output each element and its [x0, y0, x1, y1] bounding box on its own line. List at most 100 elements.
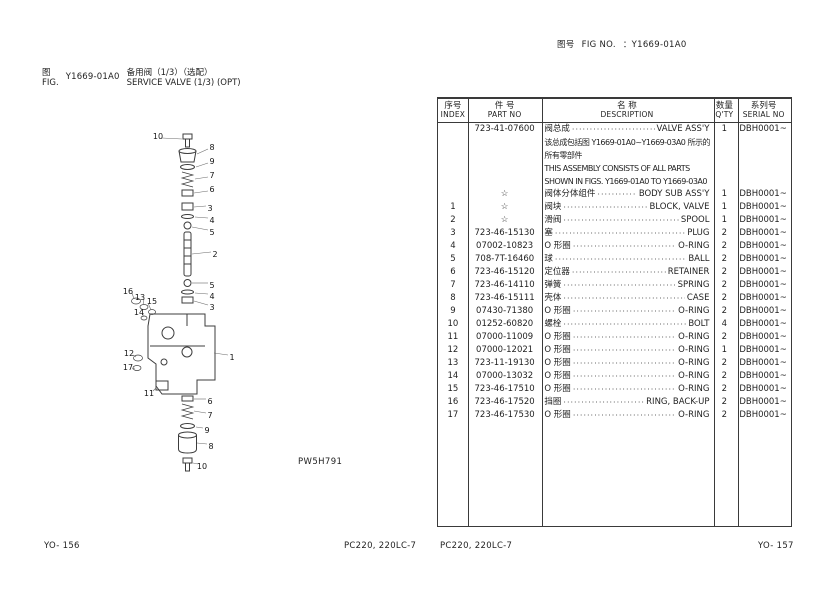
callout-4: 4 [209, 292, 214, 301]
page-number-right: YO- 157 [758, 541, 794, 551]
column-divider [714, 99, 715, 526]
cell-qty: 2 [721, 254, 728, 264]
description-zh: O 形圈 [544, 345, 571, 355]
cell-qty: 2 [721, 241, 728, 251]
description-zh: 挡圈 [544, 397, 562, 407]
part-ball-bottom [183, 279, 192, 287]
callout-5: 5 [209, 228, 214, 237]
cell-serial [736, 162, 791, 175]
cell-index: 9 [450, 306, 456, 316]
part-retainer-top [181, 189, 194, 197]
column-divider [738, 99, 739, 526]
cell-serial: DBH0001~ [739, 293, 787, 303]
callout-10: 10 [197, 462, 207, 471]
cell-qty [712, 149, 736, 162]
description-zh: 弹簧 [544, 280, 562, 290]
page-number-left: YO- 156 [44, 541, 80, 551]
cell-index: 17 [447, 410, 459, 420]
description-zh: 球 [544, 254, 553, 264]
cell-part-no: 723-41-07600 [474, 124, 535, 134]
description-en: VALVE ASS'Y [656, 124, 710, 134]
description-en: SPRING [677, 280, 710, 290]
header-part-no-zh: 件 号 [494, 100, 515, 111]
part-case-top [178, 148, 197, 163]
model-label-left: PC220, 220LC-7 [344, 541, 417, 551]
cell-description: 滑阀SPOOL [541, 214, 712, 227]
cell-qty [712, 136, 736, 149]
description-zh: O 形圈 [544, 241, 571, 251]
cell-part-no: 708-7T-16460 [475, 254, 535, 264]
header-part-no: 件 号 PART NO [468, 99, 542, 122]
callout-9: 9 [204, 426, 209, 435]
description-en: O-RING [678, 410, 710, 420]
description-en: SPOOL [680, 215, 710, 225]
cell-serial: DBH0001~ [739, 228, 787, 238]
callout-6: 6 [209, 185, 214, 194]
description-en: O-RING [678, 345, 710, 355]
description-en: O-RING [678, 384, 710, 394]
cell-qty: 1 [721, 215, 728, 225]
dotted-leader [563, 396, 644, 409]
header-description: 名 称 DESCRIPTION [541, 99, 712, 122]
cell-qty: 2 [721, 358, 728, 368]
description-zh: 壳体 [544, 293, 562, 303]
cell-description: O 形圈 O-RING [541, 344, 712, 357]
table-note-row: 所有零部件 [438, 149, 791, 162]
cell-part-no: 723-46-15130 [474, 228, 535, 238]
cell-serial: DBH0001~ [739, 267, 787, 277]
part-oring-9-top [180, 164, 195, 170]
callout-6: 6 [207, 397, 212, 406]
dotted-leader [563, 318, 686, 331]
cell-serial: DBH0001~ [739, 345, 787, 355]
cell-part-no: 723-11-19130 [474, 358, 535, 368]
description-zh: O 形圈 [544, 410, 571, 420]
cell-index: 12 [447, 345, 459, 355]
callout-7: 7 [207, 411, 212, 420]
part-spring-top [180, 171, 195, 188]
cell-description: 该总成包括图 Y1669-01A0~Y1669-03A0 所示的 [541, 136, 712, 149]
note-text: 该总成包括图 Y1669-01A0~Y1669-03A0 所示的 [544, 138, 710, 147]
part-oring-4-bottom [181, 289, 194, 295]
callout-13: 13 [135, 293, 145, 302]
description-zh: O 形圈 [544, 371, 571, 381]
cell-index [438, 188, 468, 201]
cell-qty: 2 [721, 410, 728, 420]
callout-1: 1 [229, 353, 234, 362]
table-row: 2☆滑阀SPOOL1DBH0001~ [438, 214, 791, 227]
cell-index: 1 [450, 202, 456, 212]
part-oring-4-top [181, 214, 194, 219]
fig-number-header: 图号 FIG NO. ：Y1669-01A0 [557, 38, 691, 50]
fig-number-label-en: FIG NO. [581, 40, 616, 50]
cell-index [438, 136, 468, 149]
cell-qty: 2 [721, 397, 728, 407]
cell-part-no [468, 175, 542, 188]
figure-label-zh: 图 [42, 68, 51, 78]
callout-leader-line [193, 190, 209, 194]
cell-description: O 形圈O-RING [541, 357, 712, 370]
cell-part-no [468, 162, 542, 175]
cell-serial: DBH0001~ [739, 189, 787, 199]
dotted-leader [573, 331, 676, 344]
part-oring-9-bottom [180, 423, 195, 429]
cell-part-no: 723-46-14110 [474, 280, 535, 290]
cell-part-no: 07000-13032 [476, 371, 534, 381]
description-en: RING, BACK-UP [646, 397, 710, 407]
description-zh: 螺栓 [544, 319, 562, 329]
callout-11: 11 [144, 389, 154, 398]
cell-index: 15 [447, 384, 459, 394]
description-en: BOLT [688, 319, 710, 329]
description-en: CASE [686, 293, 710, 303]
header-index: 序号 INDEX [438, 99, 468, 122]
callout-leader-line [194, 176, 209, 180]
cell-description: 所有零部件 [541, 149, 712, 162]
fig-number-value: ：Y1669-01A0 [622, 40, 687, 50]
description-zh: 塞 [544, 228, 553, 238]
